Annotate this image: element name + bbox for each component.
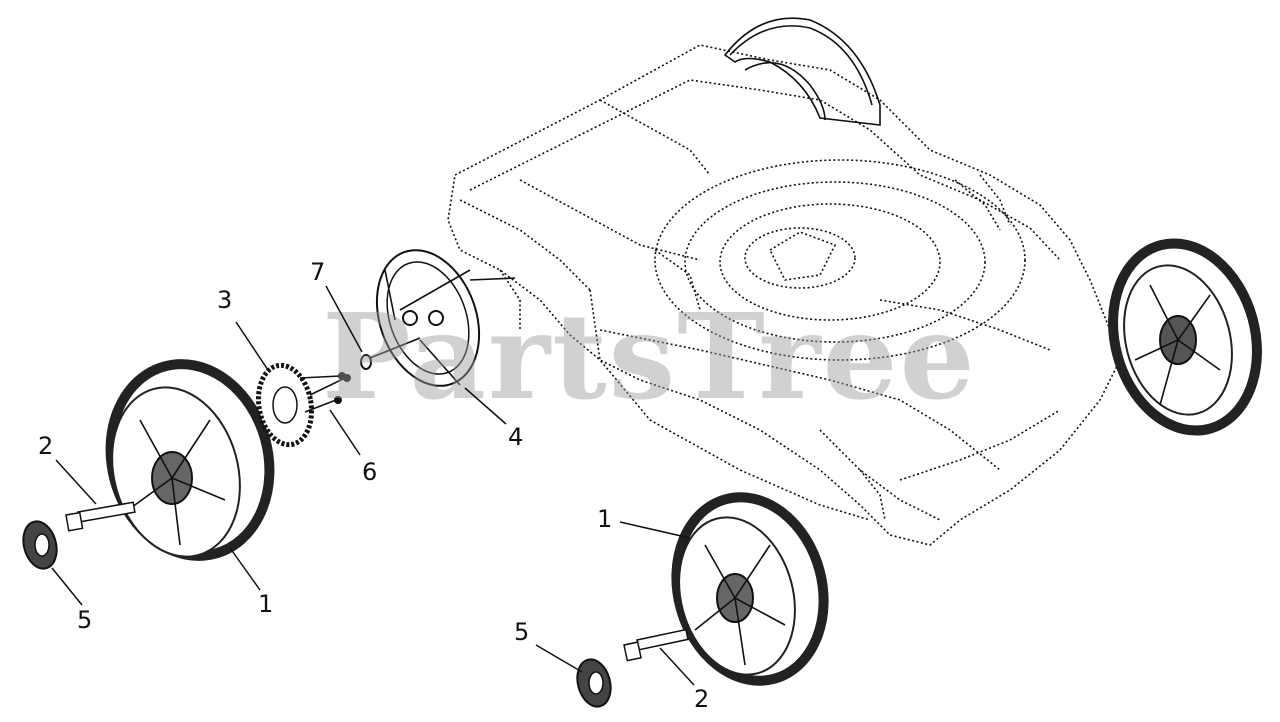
callout-5: 5 (77, 606, 92, 634)
callout-2: 2 (38, 432, 53, 460)
callout-5: 5 (514, 618, 529, 646)
watermark: PartsTree (322, 287, 977, 426)
front-wheel (671, 492, 829, 686)
callout-1: 1 (258, 590, 273, 618)
axle-bolt-front (623, 628, 689, 662)
callout-2: 2 (694, 685, 709, 713)
drive-gear (255, 362, 315, 448)
hub-cap-front (576, 658, 612, 708)
callouts: 2 3 7 4 6 1 5 1 5 2 (38, 258, 709, 713)
rear-wheel-top (723, 17, 881, 126)
hub-cap-left (22, 520, 58, 570)
mower-deck (447, 44, 1121, 546)
right-wheel (1108, 238, 1262, 436)
axle-bolt-left (65, 501, 136, 532)
screws (299, 337, 421, 413)
callout-6: 6 (362, 458, 377, 486)
callout-1: 1 (597, 505, 612, 533)
leader-lines (51, 285, 695, 686)
callout-7: 7 (310, 258, 325, 286)
left-wheel (105, 359, 275, 561)
hub-cover-plate (375, 249, 516, 387)
callout-3: 3 (217, 286, 232, 314)
callout-4: 4 (508, 423, 523, 451)
